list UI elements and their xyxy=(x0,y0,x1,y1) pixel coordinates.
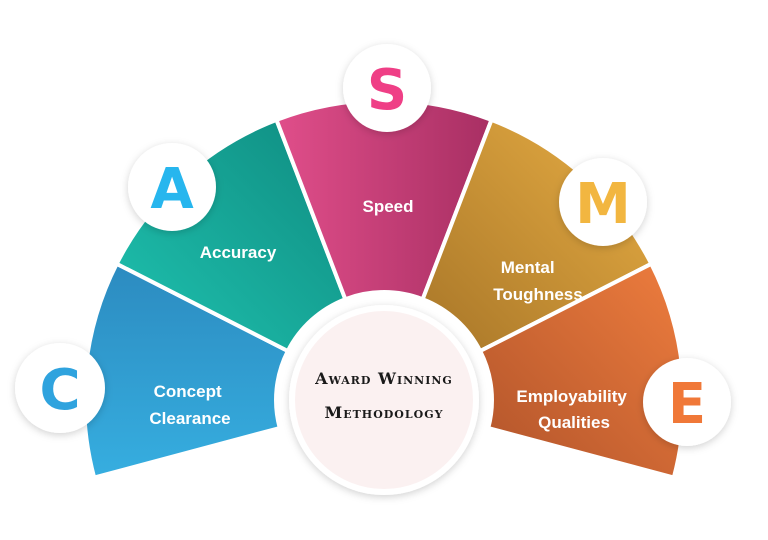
center-circle xyxy=(289,305,479,495)
badge-s: S xyxy=(343,44,431,132)
badge-a: A xyxy=(128,143,216,231)
segment-mental-toughness xyxy=(420,117,654,353)
segment-speed xyxy=(274,97,494,302)
badge-s-circle xyxy=(343,44,431,132)
label-employability-qualities: Employability Qualities xyxy=(516,387,631,432)
center-title-line2: Methodology xyxy=(325,403,444,422)
badge-e: E xyxy=(643,358,731,446)
badge-m: M xyxy=(559,158,647,246)
badge-m-letter: M xyxy=(575,172,631,237)
badge-s-letter: S xyxy=(367,58,407,123)
label-mental-toughness: Mental Toughness xyxy=(493,258,582,304)
badge-c: C xyxy=(15,343,105,433)
badge-c-letter: C xyxy=(39,358,80,423)
badge-c-circle xyxy=(15,343,105,433)
badge-e-letter: E xyxy=(668,372,706,437)
badge-a-letter: A xyxy=(150,157,194,222)
badge-m-circle xyxy=(559,158,647,246)
badge-a-circle xyxy=(128,143,216,231)
badge-e-circle xyxy=(643,358,731,446)
label-speed: Speed xyxy=(362,197,413,216)
label-concept-clearance: Concept Clearance xyxy=(149,382,230,428)
center-title-line1: Award Winning xyxy=(314,369,453,388)
label-accuracy: Accuracy xyxy=(200,243,277,262)
segment-employability-qualities xyxy=(478,261,686,480)
